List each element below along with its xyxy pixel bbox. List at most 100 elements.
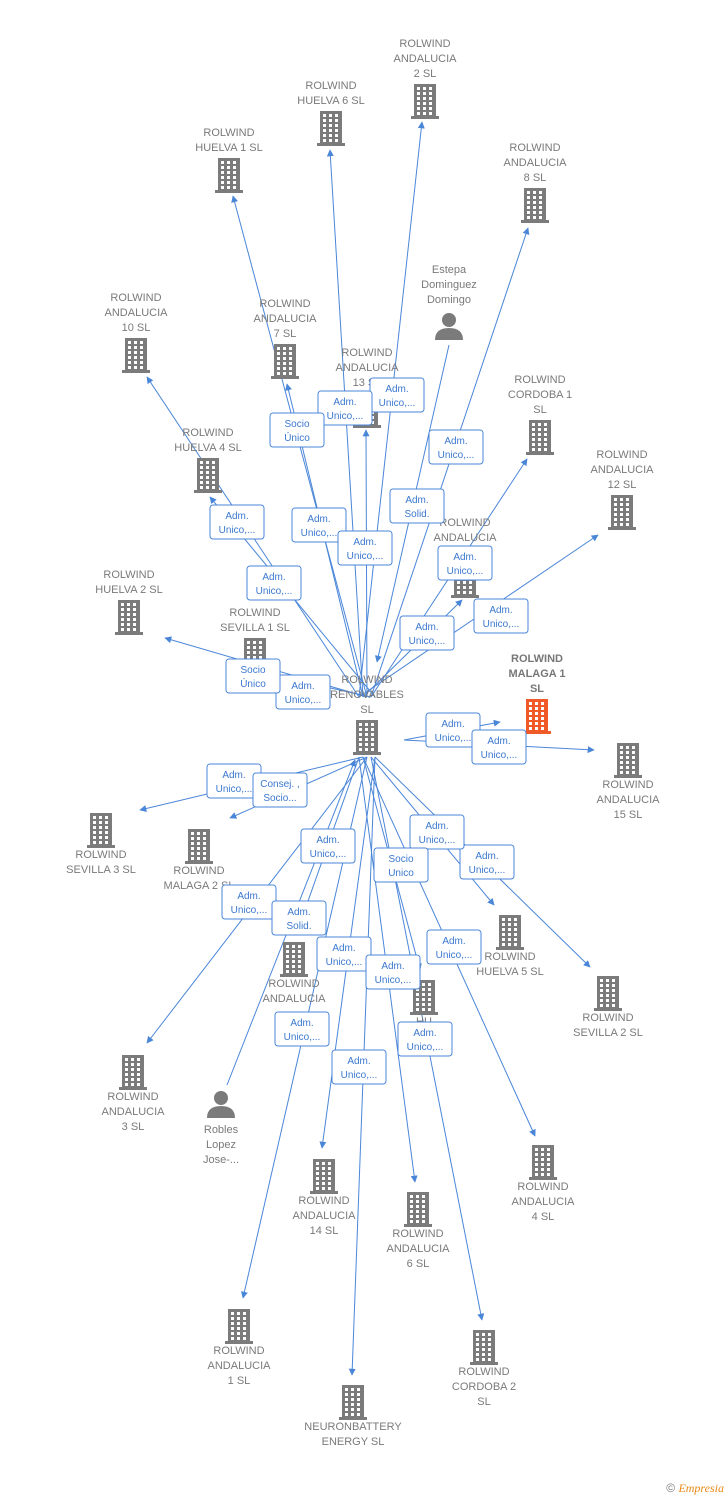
edge-role-text: Unico,... (409, 636, 446, 647)
node-label: 1 SL (228, 1375, 251, 1387)
edge-role-text: Adm. (444, 436, 467, 447)
node-label: ROLWIND (484, 951, 535, 963)
edge-role-label[interactable]: Adm.Unico,... (473, 598, 529, 634)
node-label: SL (477, 1396, 490, 1408)
edge-role-label[interactable]: Adm.Unico,... (246, 565, 302, 601)
edge-role-label[interactable]: Adm.Unico,... (437, 545, 493, 581)
edge-role-label[interactable]: Adm.Unico,... (337, 530, 393, 566)
edge-role-label[interactable]: Adm.Unico,... (425, 712, 481, 748)
edge-role-label[interactable]: Adm.Unico,... (397, 1021, 453, 1057)
node-label: ROLWIND (298, 1195, 349, 1207)
node-label: 12 SL (608, 479, 637, 491)
edge-role-label[interactable]: Adm.Unico,... (471, 729, 527, 765)
edge-role-label[interactable]: Adm.Unico,... (331, 1049, 387, 1085)
edge-role-label[interactable]: Adm.Unico,... (316, 936, 372, 972)
node-label: SEVILLA 1 SL (220, 622, 290, 634)
node-label: Jose-... (203, 1154, 239, 1166)
edge-role-label[interactable]: Adm.Unico,... (291, 507, 347, 543)
edge-role-label[interactable]: Adm.Unico,... (459, 844, 515, 880)
edge-role-label[interactable]: Adm.Unico,... (300, 828, 356, 864)
node-label: ROLWIND (582, 1012, 633, 1024)
edge-role-label[interactable]: Adm.Solid. (271, 900, 327, 936)
edge-role-text: Adm. (413, 1028, 436, 1039)
edge-role-text: Socio (240, 665, 265, 676)
edge-role-text: Adm. (222, 770, 245, 781)
node-robles[interactable]: RoblesLopezJose-... (203, 1091, 239, 1166)
edge-role-text: Adm. (353, 537, 376, 548)
edge-role-text: Unico,... (435, 733, 472, 744)
edge-role-label[interactable]: Adm.Unico,... (317, 390, 373, 426)
edge-role-text: Único (284, 431, 310, 444)
edge-role-label[interactable]: Adm.Unico,... (275, 674, 331, 710)
edge-role-label[interactable]: Adm.Unico,... (428, 429, 484, 465)
edge-role-text: Adm. (487, 736, 510, 747)
edge-role-label[interactable]: Adm.Unico,... (221, 884, 277, 920)
building-icon (317, 111, 345, 146)
node-label: SL (360, 704, 373, 716)
edge-role-label[interactable]: Adm.Solid. (389, 488, 445, 524)
node-label: HUELVA 6 SL (297, 95, 364, 107)
building-icon (470, 1330, 498, 1365)
node-label: ROLWIND (517, 1181, 568, 1193)
building-icon (411, 84, 439, 119)
node-label: ROLWIND (107, 1091, 158, 1103)
edge-role-label[interactable]: Adm.Unico,... (369, 377, 425, 413)
node-label: ROLWIND (458, 1366, 509, 1378)
node-label: SEVILLA 3 SL (66, 864, 136, 876)
node-label: ROLWIND (514, 374, 565, 386)
edge-role-text: Unico,... (301, 528, 338, 539)
node-label: ROLWIND (229, 607, 280, 619)
building-icon (271, 344, 299, 379)
edge-role-label[interactable]: Adm.Unico,... (274, 1011, 330, 1047)
building-icon (496, 915, 524, 950)
node-label: ROLWIND (173, 865, 224, 877)
brand-logo: Empresia (678, 1481, 724, 1495)
edge-role-label[interactable]: Adm.Unico,... (409, 814, 465, 850)
edge-role-text: Unico,... (341, 1070, 378, 1081)
edge-role-label[interactable]: Adm.Unico,... (426, 929, 482, 965)
edge-role-text: Adm. (425, 821, 448, 832)
edge-role-label[interactable]: Consej. ,Socio... (252, 772, 308, 808)
edge-role-label[interactable]: Adm.Unico,... (365, 954, 421, 990)
edge-role-label[interactable]: Adm.Unico,... (209, 504, 265, 540)
node-label: ROLWIND (213, 1345, 264, 1357)
edge-role-text: Solid. (404, 509, 429, 520)
edge-role-text: Unico,... (231, 905, 268, 916)
edge-role-text: Adm. (453, 552, 476, 563)
edge-role-text: Unico,... (469, 865, 506, 876)
edge-role-text: Unico,... (284, 1032, 321, 1043)
edge-role-label[interactable]: Adm.Unico,... (399, 615, 455, 651)
edge-labels-layer: Adm.Unico,...Adm.Unico,...Adm.Unico,...A… (206, 377, 529, 1085)
building-icon (594, 976, 622, 1011)
